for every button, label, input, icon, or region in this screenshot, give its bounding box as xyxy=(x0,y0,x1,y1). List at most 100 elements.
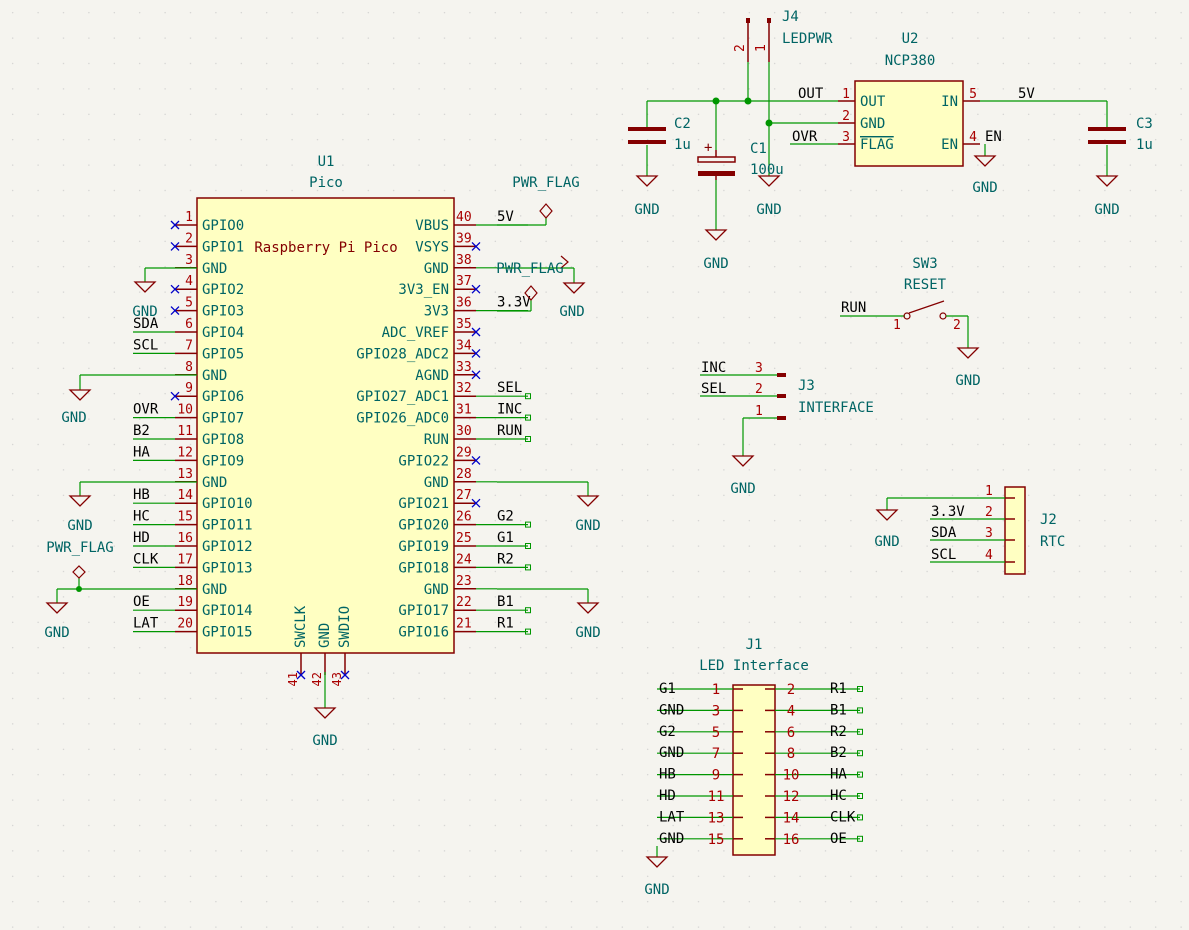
pin-number: 36 xyxy=(456,296,472,311)
u2-pin-name: GND xyxy=(860,116,885,132)
pin-number: 7 xyxy=(185,338,193,353)
u2-ref: U2 xyxy=(902,31,919,47)
j3-connector[interactable]: 3 2 1 INC SEL J3 INTERFACE xyxy=(700,360,874,456)
pin-name: GND xyxy=(202,368,227,384)
pin-name: GPIO2 xyxy=(202,282,244,298)
pin-name: SWDIO xyxy=(337,606,353,648)
pin-name: VSYS xyxy=(415,239,449,255)
pin-number: 1 xyxy=(712,682,720,698)
gnd-label: GND xyxy=(1094,202,1119,218)
gnd-label: GND xyxy=(703,256,728,272)
ground-symbol: GND xyxy=(756,175,782,218)
c2-ref: C2 xyxy=(674,116,691,132)
c2-capacitor[interactable]: C2 1u xyxy=(628,116,691,153)
pin-number: 7 xyxy=(712,746,720,762)
gnd-label: GND xyxy=(575,518,600,534)
net-label: SCL xyxy=(931,547,956,563)
no-connect-mark xyxy=(471,348,481,358)
gnd-label: GND xyxy=(44,625,69,641)
c1-capacitor[interactable]: + C1 100u xyxy=(697,140,784,180)
gnd-label: GND xyxy=(132,304,157,320)
j1-led-interface[interactable]: J1 LED Interface 1G13GND5G27GND9HB11HD13… xyxy=(656,637,863,857)
wire-end xyxy=(525,436,531,442)
pin-number: 28 xyxy=(456,467,472,482)
pin-number: 6 xyxy=(787,725,795,741)
net-label: OE xyxy=(830,831,847,847)
net-label-ovr: OVR xyxy=(792,129,818,145)
gnd-label: GND xyxy=(559,304,584,320)
pwr-flag-vbus: PWR_FLAG xyxy=(512,175,580,219)
pin-name: GPIO14 xyxy=(202,603,253,619)
u1-symbol[interactable]: U1 Pico Raspberry Pi Pico 1GPIO02GPIO13G… xyxy=(133,154,531,686)
pin-name: GPIO4 xyxy=(202,325,244,341)
gnd-label: GND xyxy=(634,202,659,218)
pin-number: 24 xyxy=(456,552,472,567)
wire-end xyxy=(525,521,531,528)
j2-rtc-connector[interactable]: 1 2 3 4 3.3V SDA SCL J2 RTC xyxy=(886,484,1065,575)
pin-number: 17 xyxy=(177,552,193,567)
pin-number: 38 xyxy=(456,253,472,268)
pin-number: 43 xyxy=(330,672,344,686)
pin-number: 26 xyxy=(456,510,472,525)
ground-symbol: GND xyxy=(575,602,601,641)
j4-pin2: 2 xyxy=(733,44,748,52)
u2-pin-name: EN xyxy=(941,137,958,153)
gnd-label: GND xyxy=(644,882,669,898)
pin-name: GPIO22 xyxy=(398,453,449,469)
net-label: HC xyxy=(133,509,150,525)
no-connect-mark xyxy=(471,370,481,380)
c3-value: 1u xyxy=(1136,137,1153,153)
pin-number: 37 xyxy=(456,274,472,289)
pin-name: GPIO19 xyxy=(398,539,449,555)
j4-ref: J4 xyxy=(782,9,799,25)
net-label: B1 xyxy=(497,594,514,610)
pin-name: GPIO12 xyxy=(202,539,253,555)
pin-name: GND xyxy=(202,261,227,277)
ground-symbol: GND xyxy=(634,175,660,218)
net-label: GND xyxy=(659,831,684,847)
wire-end xyxy=(857,707,863,714)
no-connect-mark xyxy=(471,455,481,465)
j2-pin-num: 3 xyxy=(985,526,993,541)
pin-number: 2 xyxy=(185,231,193,246)
pin-number: 8 xyxy=(185,360,193,375)
net-label: SEL xyxy=(497,380,522,396)
j4-connector[interactable]: 2 1 J4 LEDPWR xyxy=(733,9,833,62)
u2-ncp380[interactable]: U2 NCP380 1 2 3 5 4 OUT GND FLAG IN EN xyxy=(838,31,980,167)
pin-number: 3 xyxy=(185,253,193,268)
c1-ref: C1 xyxy=(750,141,767,157)
pin-name: GPIO1 xyxy=(202,239,244,255)
pin-name: GPIO15 xyxy=(202,625,253,641)
pin-name: GND xyxy=(202,475,227,491)
sw3-reset-switch[interactable]: SW3 RESET 1 2 RUN xyxy=(840,256,969,348)
j2-pin-num: 2 xyxy=(985,505,993,520)
pin-number: 14 xyxy=(177,488,193,503)
gnd-label: GND xyxy=(61,410,86,426)
u1-center-label: Raspberry Pi Pico xyxy=(254,240,397,256)
gnd-label: GND xyxy=(955,373,980,389)
net-label: 3.3V xyxy=(931,504,965,520)
c3-capacitor[interactable]: C3 1u xyxy=(1088,116,1153,153)
wire-end xyxy=(525,607,531,614)
pin-name: GPIO3 xyxy=(202,304,244,320)
net-label: 5V xyxy=(497,209,514,225)
net-label: INC xyxy=(701,360,726,376)
c1-polarity: + xyxy=(704,140,712,156)
